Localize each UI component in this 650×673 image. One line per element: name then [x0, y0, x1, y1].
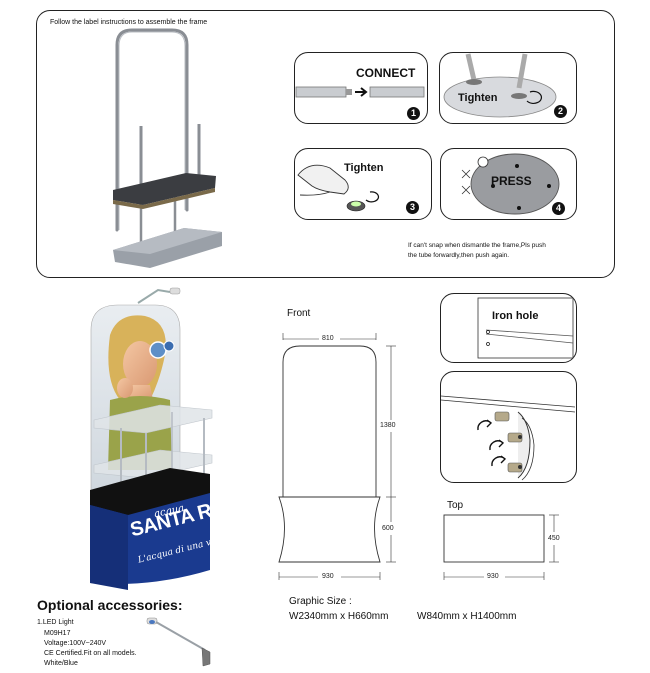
front-upper-height: 1380	[380, 422, 396, 429]
graphic-size-title: Graphic Size :	[289, 596, 352, 607]
step-tighten-base-label: Tighten	[458, 92, 498, 104]
front-view-label: Front	[287, 308, 311, 319]
accessory-item-name: 1.LED Light	[37, 619, 74, 626]
accessories-title: Optional accessories:	[37, 597, 183, 613]
front-top-width: 810	[322, 335, 334, 342]
dismantle-note-line1: If can't snap when dismantle the frame,P…	[408, 242, 546, 249]
graphic-size-2: W840mm x H1400mm	[417, 611, 517, 622]
iron-hole-label: Iron hole	[492, 310, 539, 322]
top-view-label: Top	[447, 500, 464, 511]
assembly-instruction: Follow the label instructions to assembl…	[50, 19, 208, 26]
step-press-label: PRESS	[491, 174, 532, 188]
accessory-model: M09H17	[44, 630, 71, 637]
top-depth: 450	[548, 535, 560, 542]
step-number-3: 3	[406, 201, 419, 214]
accessory-voltage: Voltage:100V~240V	[44, 640, 107, 647]
step-number-1: 1	[407, 107, 420, 120]
accessory-cert: CE Certified.Fit on all models.	[44, 650, 137, 657]
front-lower-height: 600	[382, 525, 394, 532]
knob-detail-box	[440, 371, 577, 483]
step-number-4: 4	[552, 202, 565, 215]
step-tighten-knob-label: Tighten	[344, 162, 384, 174]
front-bottom-width: 930	[322, 573, 334, 580]
accessory-colors: White/Blue	[44, 660, 78, 667]
step-number-2: 2	[554, 105, 567, 118]
graphic-size-1: W2340mm x H660mm	[289, 611, 389, 622]
step-connect-label: CONNECT	[356, 66, 416, 80]
dismantle-note-line2: the tube forwardly,then push again.	[408, 252, 510, 259]
top-width: 930	[487, 573, 499, 580]
